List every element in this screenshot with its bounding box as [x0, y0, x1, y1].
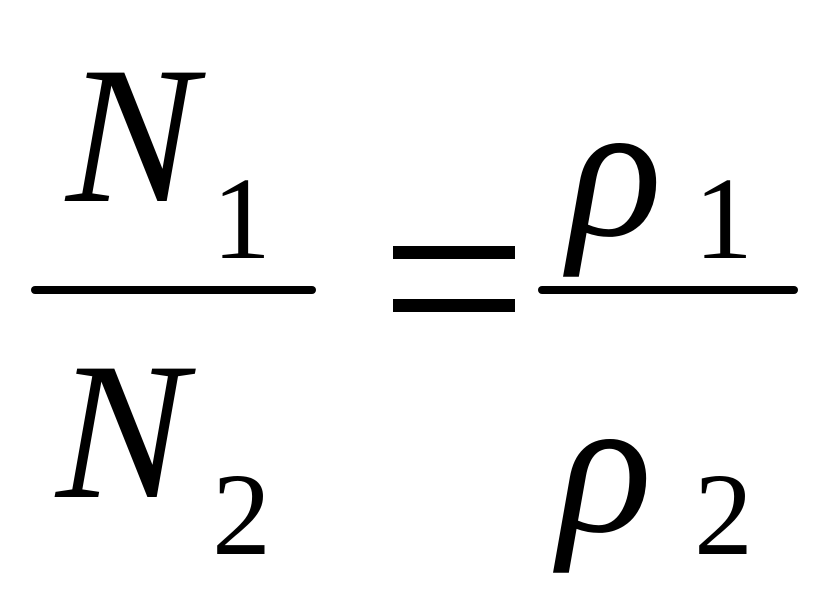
right-numerator-symbol: ρ [568, 61, 663, 278]
equals-bottom-bar [393, 299, 515, 312]
right-fraction-bar [538, 286, 798, 294]
right-numerator-subscript: 1 [694, 153, 753, 284]
equals-top-bar [393, 246, 515, 259]
right-denominator-symbol: ρ [558, 357, 653, 574]
left-numerator-symbol: N [66, 27, 197, 244]
right-denominator-subscript: 2 [694, 449, 753, 580]
equals-sign: = [393, 246, 515, 314]
left-fraction-bar [31, 286, 316, 294]
left-denominator-subscript: 2 [212, 449, 271, 580]
left-denominator-symbol: N [56, 323, 187, 540]
left-numerator-subscript: 1 [212, 153, 271, 284]
